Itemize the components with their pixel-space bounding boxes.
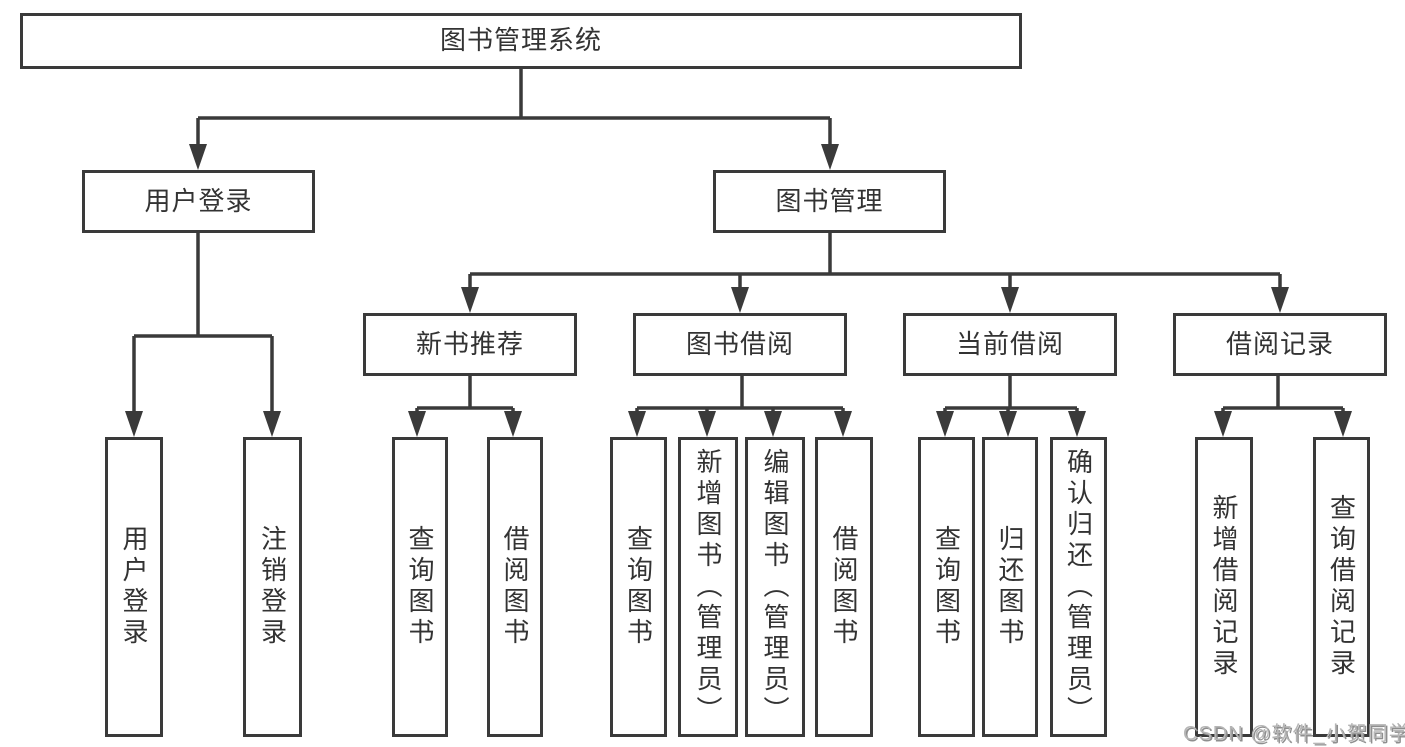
node-leaf-search-books-borrowing: 查询图书 [610, 437, 667, 737]
node-leaf-return-books: 归还图书 [982, 437, 1038, 737]
connector-borrowing-records-children [1214, 376, 1352, 437]
connector-book-management-children [461, 233, 1289, 313]
node-book-borrowing: 图书借阅 [633, 313, 847, 376]
node-library-management-system: 图书管理系统 [20, 13, 1022, 69]
node-leaf-add-books-admin: 新增图书（管理员） [678, 437, 738, 737]
node-leaf-search-borrow-record: 查询借阅记录 [1313, 437, 1370, 737]
node-leaf-confirm-return-admin: 确认归还（管理员） [1050, 437, 1107, 737]
node-leaf-logout: 注销登录 [243, 437, 302, 737]
node-leaf-borrow-books-recommendation: 借阅图书 [487, 437, 543, 737]
connector-new-book-recommendation-children [408, 376, 522, 437]
connector-book-borrowing-children [628, 376, 852, 437]
connector-current-borrowing-children [936, 376, 1086, 437]
node-user-login: 用户登录 [82, 170, 315, 233]
watermark: CSDN @软件_小贺同学 [1183, 723, 1405, 745]
node-leaf-borrow-books: 借阅图书 [815, 437, 873, 737]
node-leaf-search-books-recommendation: 查询图书 [392, 437, 448, 737]
node-leaf-search-books-current: 查询图书 [918, 437, 975, 737]
connector-root-to-level2 [189, 69, 839, 170]
node-leaf-user-login: 用户登录 [105, 437, 163, 737]
node-borrowing-records: 借阅记录 [1173, 313, 1387, 376]
node-leaf-add-borrow-record: 新增借阅记录 [1195, 437, 1253, 737]
node-new-book-recommendation: 新书推荐 [363, 313, 577, 376]
connector-user-login-children [125, 233, 281, 437]
node-leaf-edit-books-admin: 编辑图书（管理员） [745, 437, 805, 737]
node-book-management: 图书管理 [713, 170, 946, 233]
node-current-borrowing: 当前借阅 [903, 313, 1117, 376]
